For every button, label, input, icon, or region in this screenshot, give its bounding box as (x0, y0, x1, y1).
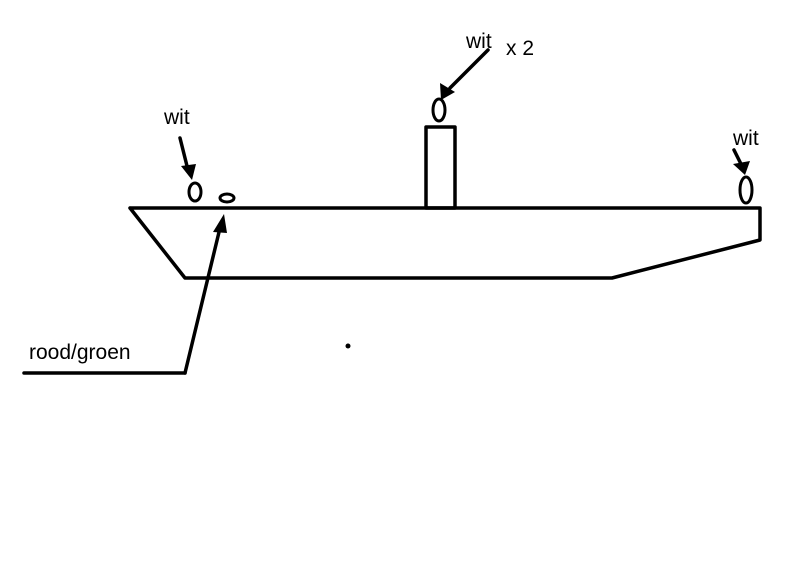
mast-top-white-light (431, 97, 447, 123)
mast (424, 125, 457, 210)
arrow-to-stern-light (732, 148, 750, 175)
arrow-to-bow-light (178, 136, 196, 180)
arrow-to-side-light (22, 214, 227, 375)
stern-white-light (738, 175, 754, 205)
label-bow-light: wit (163, 106, 190, 129)
hull-outline (128, 206, 762, 280)
bow-white-light (187, 181, 203, 203)
label-mast-light: wit (465, 30, 492, 53)
label-side-light: rood/groen (29, 341, 131, 364)
stray-dot (345, 343, 351, 349)
label-stern-light: wit (732, 127, 759, 150)
arrow-to-mast-light (440, 48, 490, 100)
side-red-green-light (218, 192, 236, 204)
label-mast-multiplier: x 2 (506, 37, 534, 60)
